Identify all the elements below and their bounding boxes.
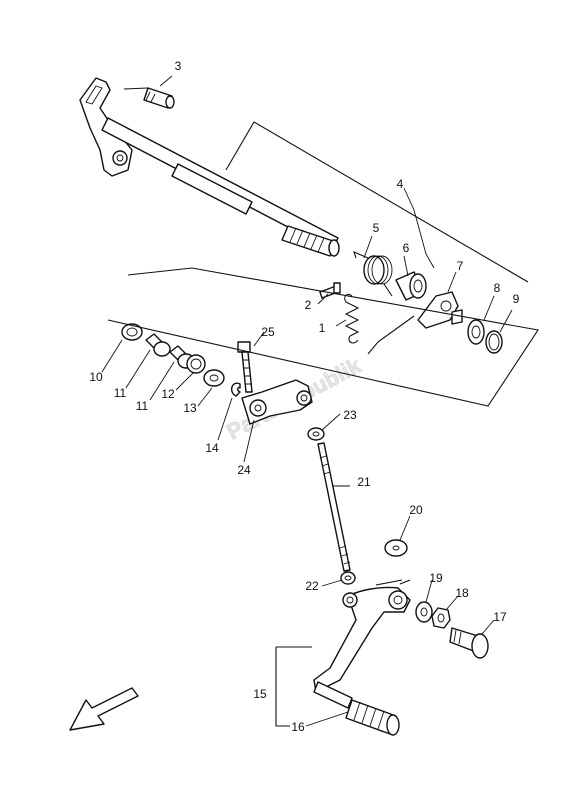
group-lines [107, 87, 539, 727]
callout-25: 25 [261, 325, 275, 339]
shift-pedal-part [313, 586, 411, 709]
pivot-washer-part [415, 601, 433, 623]
oil-seal-part [121, 323, 143, 341]
callout-3: 3 [175, 59, 182, 73]
collar-part [395, 271, 427, 301]
callout-labels: 1 2 3 4 5 6 7 8 9 10 11 11 12 13 14 15 1… [89, 59, 519, 734]
e-clip-part [230, 382, 241, 397]
callout-11a: 11 [114, 386, 127, 400]
washer-plate-part [203, 369, 225, 387]
callout-4: 4 [397, 177, 404, 191]
pin-part [143, 87, 175, 109]
direction-arrow-icon [69, 687, 139, 731]
callout-8: 8 [494, 281, 501, 295]
leader-lines [101, 75, 513, 727]
pedal-rubber-part [345, 699, 400, 736]
callout-24: 24 [237, 463, 251, 477]
callout-19: 19 [429, 571, 443, 585]
callout-18: 18 [455, 586, 469, 600]
callout-21: 21 [357, 475, 371, 489]
callout-9: 9 [513, 292, 520, 306]
callout-23: 23 [343, 408, 357, 422]
pedal-washer-part [384, 539, 408, 557]
shift-shaft-part [79, 77, 340, 257]
callout-5: 5 [373, 221, 380, 235]
callout-22: 22 [305, 579, 319, 593]
callout-20: 20 [409, 503, 423, 517]
callout-16: 16 [291, 720, 305, 734]
bolt-part [237, 341, 253, 393]
callout-2: 2 [305, 298, 312, 312]
lower-nut-part [340, 571, 356, 585]
return-spring-part [344, 293, 360, 344]
shift-plate-part [417, 291, 463, 329]
nut-part [307, 427, 325, 441]
callout-13: 13 [183, 401, 197, 415]
callout-7: 7 [457, 259, 464, 273]
pivot-bolt-part [449, 627, 489, 659]
callout-17: 17 [493, 610, 507, 624]
seal-part [186, 354, 206, 374]
hex-nut-part [431, 607, 451, 629]
screw-part [319, 282, 341, 299]
callout-11b: 11 [136, 399, 149, 413]
callout-15: 15 [253, 687, 267, 701]
callout-10: 10 [89, 370, 103, 384]
callout-14: 14 [205, 441, 219, 455]
torsion-spring-part [353, 251, 393, 297]
washer-part [467, 319, 485, 345]
shift-arm-part [241, 379, 313, 425]
callout-12: 12 [161, 387, 175, 401]
shift-rod-part [317, 442, 351, 572]
callout-6: 6 [403, 241, 410, 255]
callout-1: 1 [319, 321, 326, 335]
